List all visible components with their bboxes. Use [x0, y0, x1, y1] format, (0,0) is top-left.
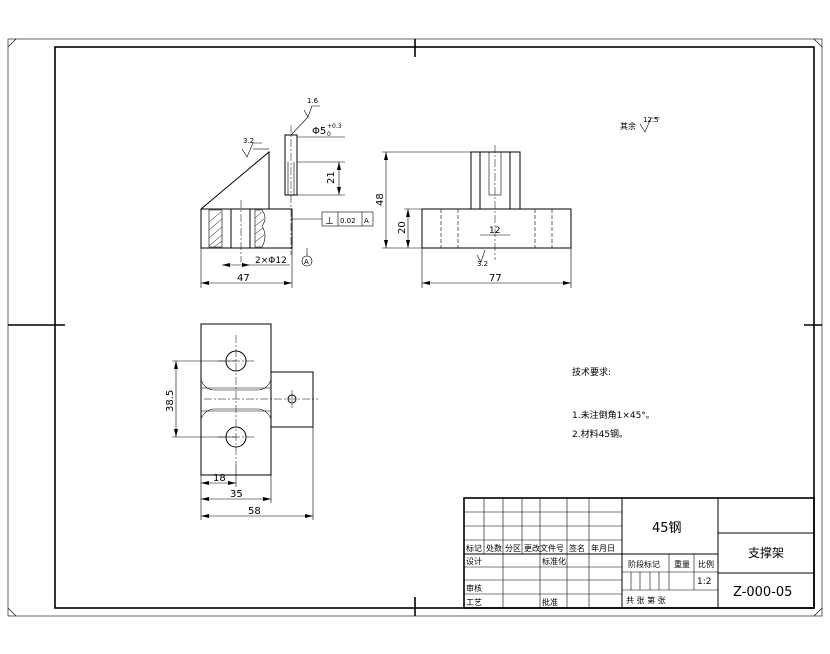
tb-design: 设计: [466, 556, 482, 566]
side-view: 77 48 20 12 3.2: [375, 145, 572, 288]
dim-text-38-5: 38.5: [165, 390, 176, 412]
arrow: [222, 263, 230, 267]
dim-text-20: 20: [397, 221, 408, 234]
dim-text-21: 21: [326, 171, 337, 184]
tb-stage: 阶段标记: [628, 559, 660, 569]
arrow: [242, 263, 250, 267]
tb-material: 45钢: [652, 521, 682, 536]
tb-ratio: 比例: [698, 559, 714, 569]
tb-count: 处数: [486, 543, 502, 553]
notes-line-1: 1.未注倒角1×45°。: [572, 409, 655, 421]
roughness-3-2-side: 3.2: [477, 260, 488, 268]
pin-tol-upper: +0.3: [327, 123, 342, 130]
arrow: [337, 162, 341, 170]
dim-text-77: 77: [489, 273, 502, 284]
corner-tick: [7, 38, 17, 48]
tb-part-name: 支撑架: [748, 545, 784, 560]
corner-tick: [813, 38, 823, 48]
front-section-right: [254, 209, 266, 248]
tol-frame: [321, 211, 374, 227]
perp-symbol: ⊥: [325, 216, 334, 227]
notes-line-2: 2.材料45钢。: [572, 428, 628, 440]
arrow: [337, 187, 341, 195]
perp-datum: A: [364, 217, 369, 225]
dim-text-18: 18: [213, 473, 226, 484]
pin-diameter: Φ5: [312, 126, 326, 137]
technical-notes: 技术要求: 1.未注倒角1×45°。 2.材料45钢。: [572, 366, 655, 440]
front-view: 47 2×Φ12 21 Φ5 +0.3 0 1.6 3.2 ⊥ 0.02 A: [200, 97, 374, 288]
datum-circle: [301, 255, 313, 267]
top-pin-boss: [270, 371, 314, 428]
front-section-left: [208, 209, 223, 248]
tb-approve: 批准: [542, 597, 558, 607]
other-roughness: 其余 12.5: [620, 116, 660, 133]
roughness-symbol: [639, 117, 660, 133]
roughness-leader: [290, 116, 309, 136]
arrow: [201, 281, 209, 285]
dim-text-58: 58: [248, 506, 261, 517]
dim-text-35: 35: [230, 489, 243, 500]
tb-sheets: 共 张 第 张: [626, 595, 666, 605]
tb-sign: 签名: [569, 543, 585, 553]
front-outline: [200, 150, 293, 249]
outer-frame: [7, 38, 823, 617]
dim-text-holes: 2×Φ12: [255, 256, 287, 266]
dim-text-12: 12: [489, 226, 500, 236]
top-view: 38.5 18 35 58: [165, 323, 318, 520]
tb-scale: 1:2: [697, 577, 711, 587]
roughness-symbol: [241, 142, 262, 158]
tb-std: 标准化: [542, 556, 566, 566]
pin-tol-lower: 0: [327, 131, 331, 138]
tb-zone: 分区: [505, 544, 521, 553]
roughness-symbol: [476, 249, 486, 263]
dim-text-48: 48: [375, 193, 386, 206]
tb-doc: 更改文件号: [524, 543, 564, 553]
perp-value: 0.02: [340, 217, 356, 225]
roughness-3-2-left: 3.2: [243, 137, 254, 145]
tb-process: 工艺: [466, 598, 482, 607]
roughness-symbol: [303, 105, 320, 118]
arrow: [284, 281, 292, 285]
notes-title: 技术要求:: [572, 366, 611, 378]
tb-review: 审核: [466, 583, 482, 593]
hatch-left: [208, 211, 223, 248]
side-upright: [470, 151, 521, 210]
corner-tick: [7, 607, 17, 617]
datum-letter: A: [304, 258, 309, 266]
tb-date: 年月日: [591, 543, 615, 553]
dim-text-47: 47: [237, 273, 250, 284]
tb-mark: 标记: [466, 543, 482, 553]
drawing-border: [54, 46, 815, 609]
corner-tick: [813, 607, 823, 617]
hatch-right: [254, 211, 265, 243]
title-block: 标记 处数 分区 更改文件号 签名 年月日 设计 标准化 审核 工艺 批准 阶段…: [463, 497, 815, 609]
tb-drawing-no: Z-000-05: [733, 585, 792, 600]
other-roughness-label: 其余: [620, 121, 636, 131]
other-roughness-value: 12.5: [643, 116, 659, 124]
roughness-1-6: 1.6: [307, 97, 319, 105]
tb-weight: 重量: [674, 559, 690, 569]
